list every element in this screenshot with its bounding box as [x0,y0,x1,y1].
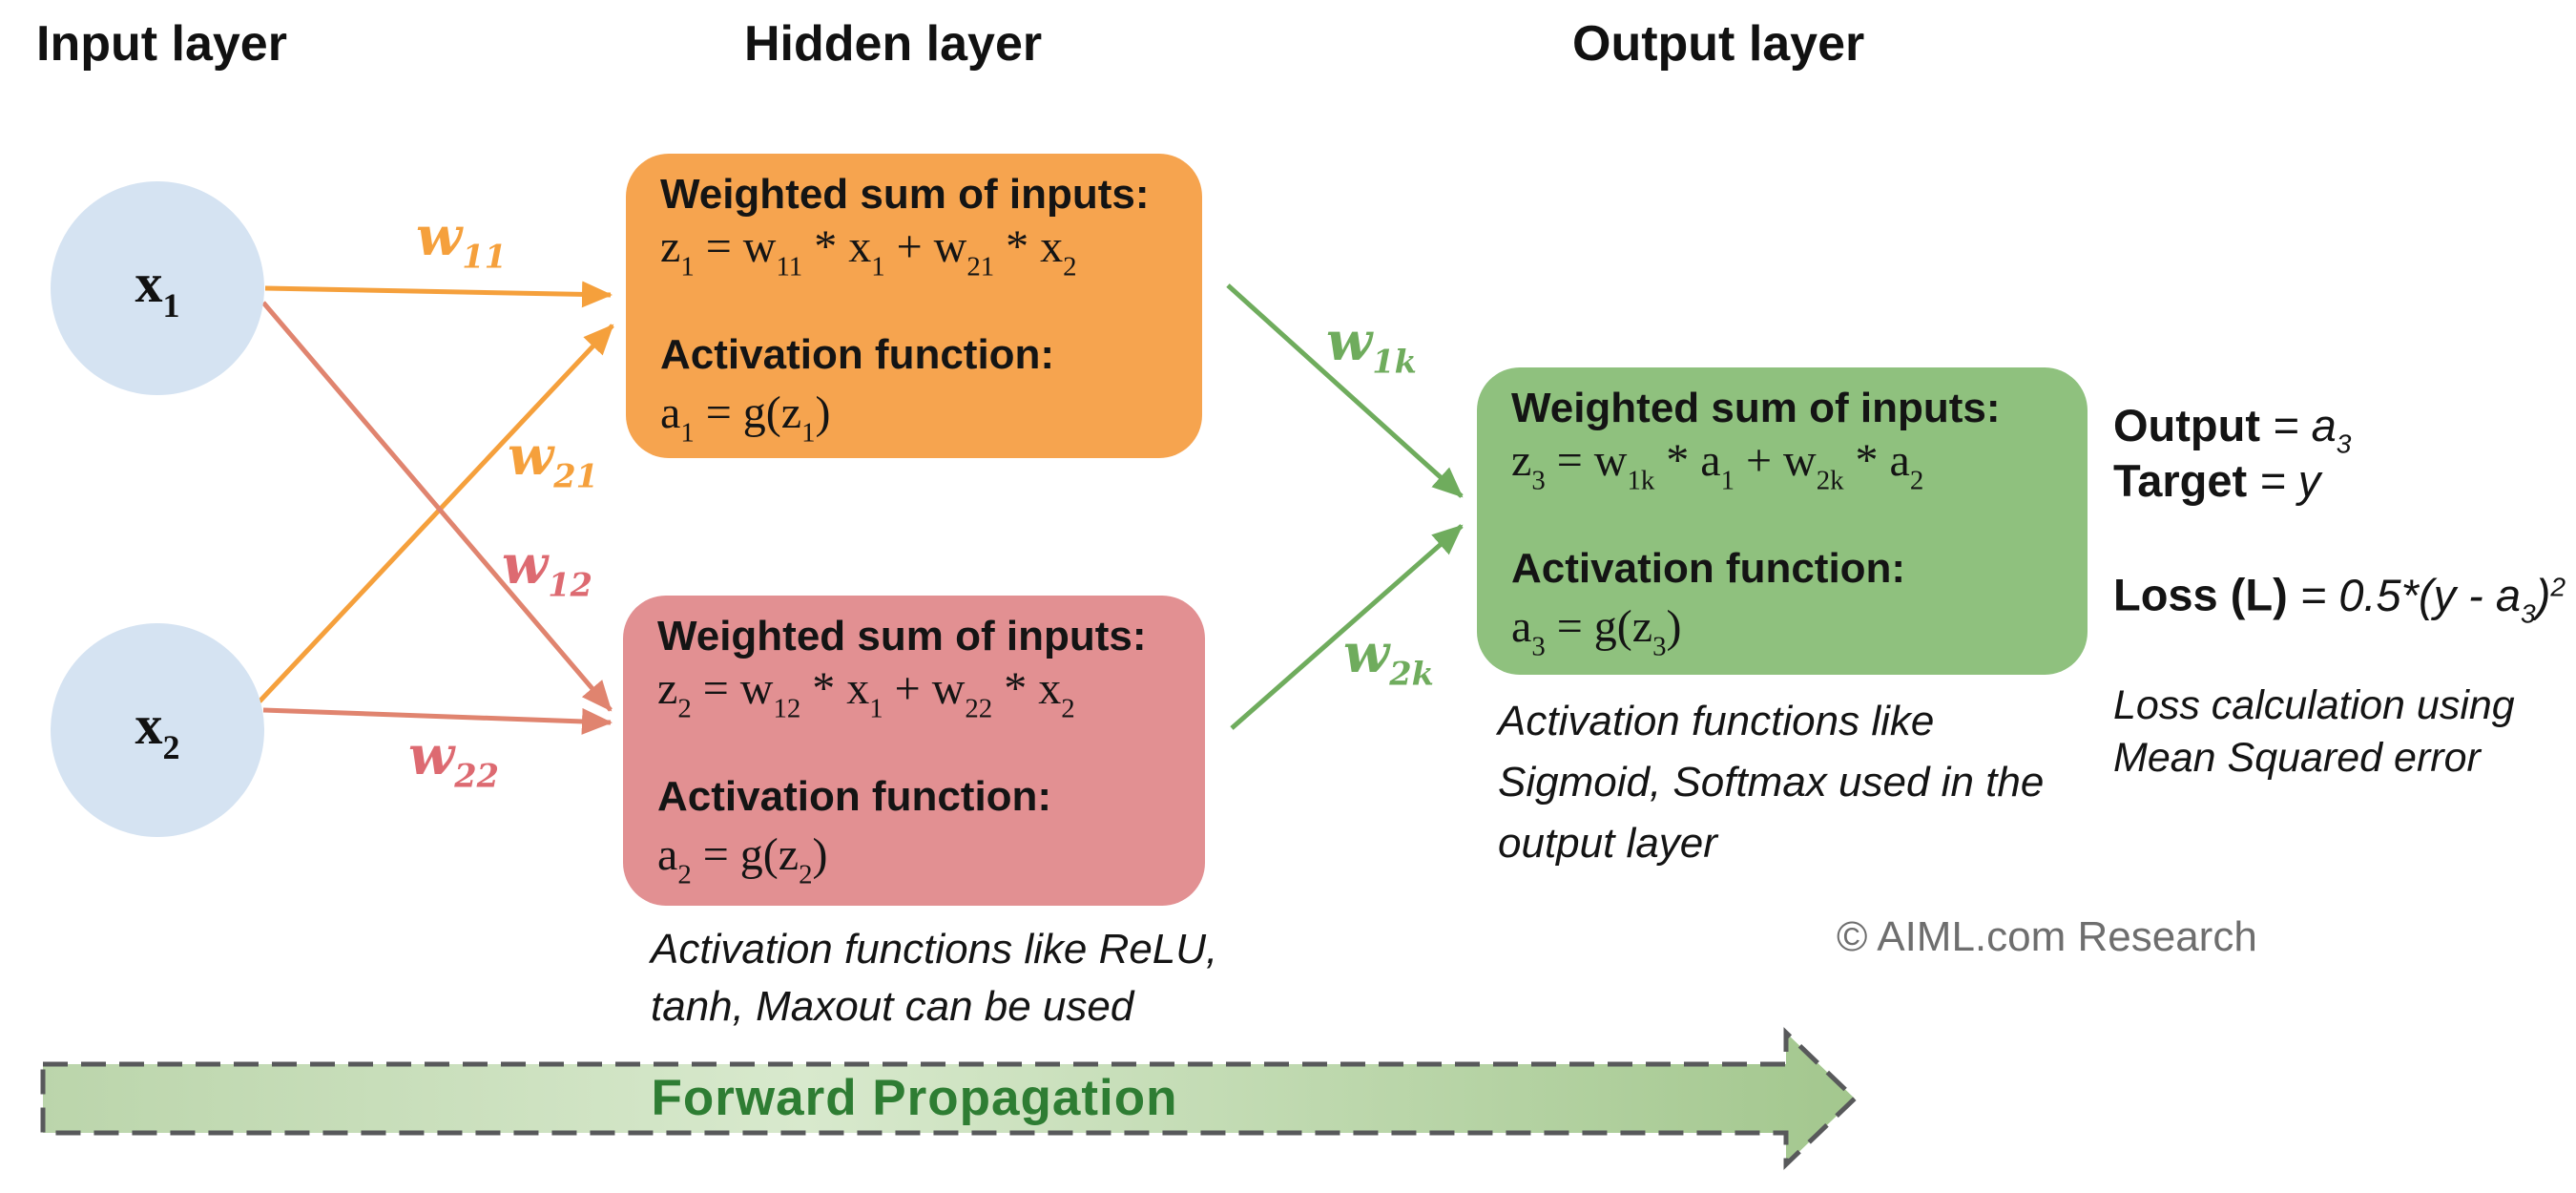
output-layer-note: Activation functions like Sigmoid, Softm… [1498,698,2045,867]
output-result-line: Output = a3 [2113,401,2351,469]
w1k-arrow [1226,283,1464,498]
output-neuron-box: Weighted sum of inputs: z3 = w1k * a1 + … [1477,367,2088,675]
target-result-label: Target [2113,455,2248,506]
loss-formula-label: Loss (L) [2113,569,2288,620]
output-result-label: Output [2113,400,2260,450]
weight-label-w11: w11 [416,205,507,276]
input-layer-heading: Input layer [36,16,287,72]
weight-label-w21: w21 [508,425,598,495]
hidden-layer-note: Activation functions like ReLU, tanh, Ma… [651,926,1218,1030]
loss-formula-line: Loss (L) = 0.5*(y - a3)2 [2113,561,2566,638]
weight-label-w22: w22 [408,724,499,795]
output-activation-title: Activation function: [1511,545,1906,593]
forward-propagation-arrow [40,1027,1859,1170]
output-sum-title: Weighted sum of inputs: [1511,385,2001,431]
hidden2-activation-formula: a2 = g(z2) [657,829,828,890]
hidden1-activation-formula: a1 = g(z1) [660,387,831,449]
output-sum-formula: z3 = w1k * a1 + w2k * a2 [1511,435,1924,496]
hidden1-activation-title: Activation function: [660,331,1055,379]
forward-propagation-label: Forward Propagation [651,1070,1178,1126]
hidden2-sum-formula: z2 = w12 * x1 + w22 * x2 [657,663,1075,724]
input-node-x2-label: x2 [135,693,180,767]
hidden2-activation-title: Activation function: [657,773,1052,821]
target-result-value: = y [2247,455,2321,506]
output-activation-formula: a3 = g(z3) [1511,601,1682,662]
w2k-arrow [1230,524,1464,730]
hidden-neuron-2-box: Weighted sum of inputs: z2 = w12 * x1 + … [623,596,1205,906]
hidden-layer-heading: Hidden layer [744,16,1043,72]
w12-arrow [261,301,613,712]
w22-arrow [262,707,613,735]
loss-formula-value: = 0.5*(y - a3)2 [2287,569,2566,629]
weight-label-w2k: w2k [1343,622,1434,693]
target-result-line: Target = y [2113,456,2320,506]
hidden-neuron-1-box: Weighted sum of inputs: z1 = w11 * x1 + … [626,154,1202,458]
hidden2-sum-title: Weighted sum of inputs: [657,613,1147,659]
hidden1-sum-formula: z1 = w11 * x1 + w21 * x2 [660,221,1077,283]
input-node-x2: x2 [51,623,264,837]
hidden1-sum-title: Weighted sum of inputs: [660,171,1150,218]
weight-label-w12: w12 [502,534,592,604]
w21-arrow [258,324,614,703]
input-node-x1-label: x1 [135,251,180,325]
loss-note: Loss calculation using Mean Squared erro… [2113,682,2515,781]
copyright-text: © AIML.com Research [1837,913,2257,960]
output-layer-heading: Output layer [1572,16,1865,72]
w11-arrow [264,281,613,308]
output-result-value: = a3 [2260,400,2352,459]
input-node-x1: x1 [51,181,264,395]
weight-label-w1k: w1k [1326,310,1417,381]
